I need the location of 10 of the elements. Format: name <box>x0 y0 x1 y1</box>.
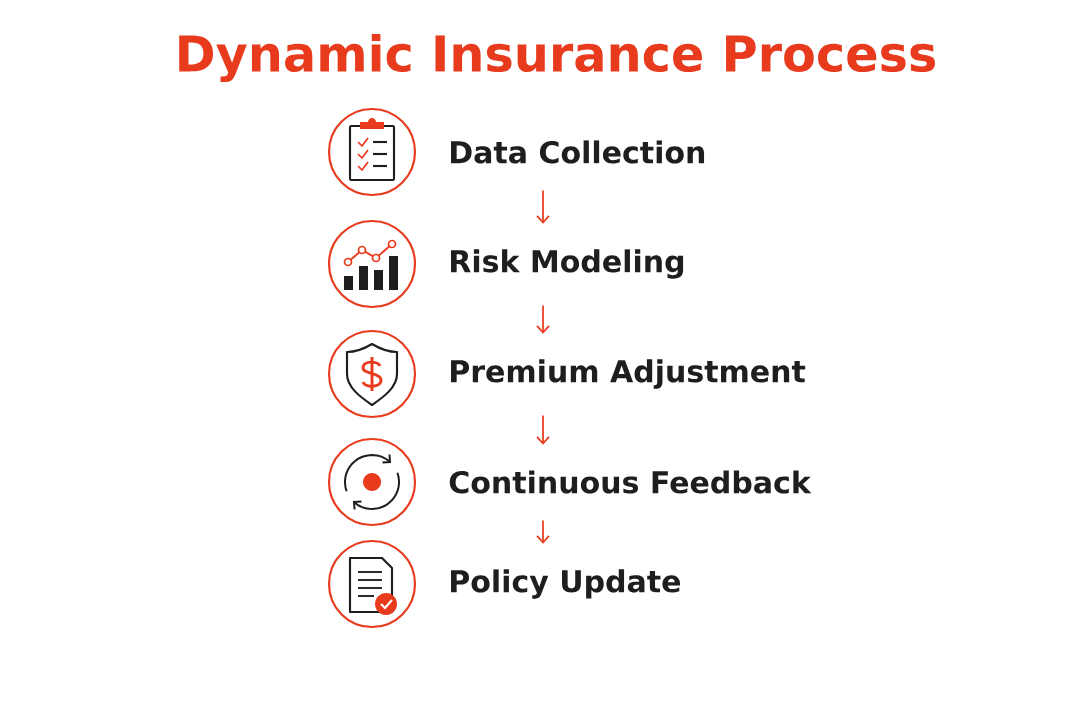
arrow <box>536 414 550 445</box>
arrow <box>536 304 550 334</box>
step-label: Continuous Feedback <box>449 470 812 494</box>
title: Dynamic Insurance Process <box>179 33 935 83</box>
arrow <box>536 519 550 544</box>
step-label: Risk Modeling <box>451 249 684 279</box>
step-label: Policy Update <box>451 569 681 599</box>
step-label: Premium Adjustment <box>451 359 806 389</box>
arrow <box>536 189 550 224</box>
step-label: Data Collection <box>451 140 705 164</box>
